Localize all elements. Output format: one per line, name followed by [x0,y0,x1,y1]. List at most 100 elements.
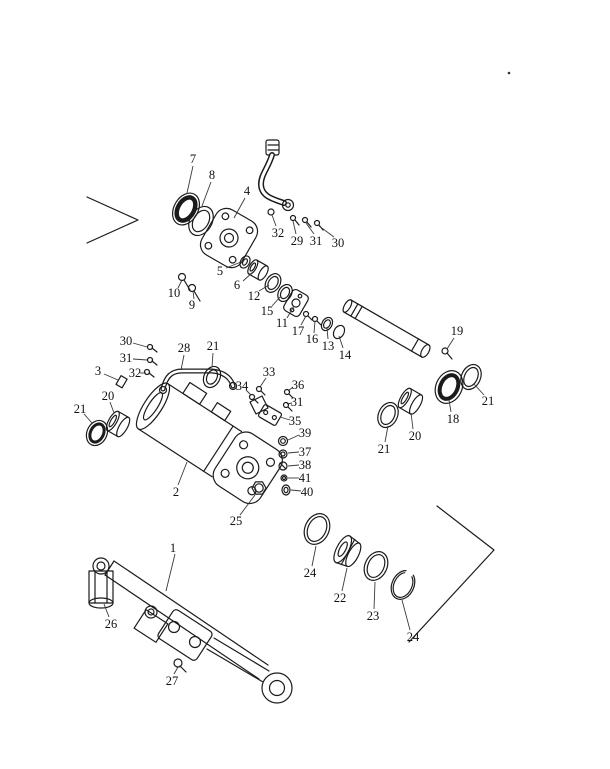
leader-line-3-26 [103,373,119,381]
stray-dot [507,71,511,75]
leader-line-12-11 [258,284,270,292]
part-label-36-31: 36 [292,378,305,392]
leader-line-13-16 [326,327,329,340]
arm-bottom-edge [104,574,260,680]
pipe-28 [158,368,238,395]
leader-line-18-20 [448,399,452,413]
washer-39 [277,435,289,447]
leader-line-31-24 [132,358,148,361]
nut-25 [251,481,267,495]
leader-line-22-47 [341,567,348,592]
leader-line-35-33 [279,416,291,421]
part-label-33-29: 33 [263,365,276,379]
leader-line-24-49 [401,599,411,631]
cylinder-boss-2 [210,402,232,422]
leader-line-21-28 [211,352,214,368]
left-eye [92,557,110,575]
leader-line-21-22 [384,425,389,443]
rod-eye [281,198,295,212]
arm-assembly-1 [88,557,293,704]
part-label-31-24: 31 [120,351,133,365]
bolt-29 [289,214,300,226]
part-label-41-40: 41 [299,471,312,485]
part-label-19-18: 19 [451,324,464,338]
leader-line-20-21 [410,412,414,430]
washer-5 [239,255,251,269]
leader-line-11-13 [286,305,295,319]
o-ring-14 [332,324,346,340]
part-label-32-25: 32 [129,366,142,380]
part-label-6-8: 6 [234,278,240,292]
leader-line-23-48 [373,581,376,610]
leader-line-38-39 [287,464,300,467]
part-label-21-19: 21 [482,394,495,408]
gland-flange-4 [199,207,259,269]
washer-31-mid [282,401,293,412]
part-label-20-21: 20 [409,429,422,443]
part-label-12-11: 12 [248,289,261,303]
ring-13 [320,316,334,332]
leader-line-4-2 [233,197,246,219]
part-label-1-43: 1 [170,541,176,555]
leader-line-39-37 [287,434,300,441]
bushing-20-right [397,387,424,415]
cylinder-flange [212,431,283,505]
ring-15 [277,283,293,303]
part-label-26-44: 26 [105,617,118,631]
cylinder-port-boss [182,381,208,405]
ring-23 [363,551,389,581]
part-label-4-2: 4 [244,184,251,198]
part-label-22-47: 22 [334,591,347,605]
leader-line-16-15 [313,320,316,334]
part-label-20-35: 20 [102,389,115,403]
ring-21-top-mid [202,365,222,389]
leader-line-31-5 [305,222,315,235]
part-label-8-1: 8 [209,168,215,182]
part-label-31-5: 31 [310,234,323,248]
leader-line-30-23 [132,342,148,348]
ring-8 [188,205,214,237]
pivot-shaft [342,299,431,358]
leader-line-6-8 [242,271,254,282]
bolt-33 [255,385,266,396]
seal-ring-7 [171,192,201,226]
leader-line-28-27 [180,354,185,371]
part-label-21-22: 21 [378,442,391,456]
leader-line-36-31 [287,386,294,392]
part-label-35-33: 35 [289,414,302,428]
part-label-39-37: 39 [299,426,312,440]
bracket-35 [257,404,283,426]
leader-line-20-35 [109,401,115,414]
leader-line-1-43 [165,553,176,592]
part-label-23-48: 23 [367,609,380,623]
part-label-5-7: 5 [217,264,223,278]
leader-line-19-18 [446,337,455,350]
ball-stud-32 [267,208,275,216]
section-mark-top-left [86,196,139,244]
leader-line-30-6 [318,225,335,238]
leader-line-32-3 [271,214,277,227]
bushing-6 [247,259,269,281]
leader-line-29-4 [292,220,297,235]
part-label-31-32: 31 [291,395,304,409]
part-label-24-49: 24 [407,630,420,644]
leader-line-37-38 [287,451,300,454]
bolt-9 [187,283,201,302]
part-label-10-9: 10 [168,286,181,300]
part-label-37-38: 37 [299,445,312,459]
ring-21-left [85,419,109,447]
part-label-30-6: 30 [332,236,345,250]
leader-line-27-45 [173,666,179,675]
part-label-24-46: 24 [304,566,317,580]
leader-line-24-46 [311,545,317,567]
plate-11 [283,288,309,318]
part-label-32-3: 32 [272,226,285,240]
piston-cup-22 [333,535,362,568]
part-label-3-26: 3 [95,364,101,378]
ring-21-mid [377,401,399,429]
cylinder-body-2 [135,381,283,505]
section-mark-bottom-right [408,505,495,643]
part-label-29-4: 29 [291,234,304,248]
part-label-14-17: 14 [339,348,352,362]
washer-31-top [301,216,312,228]
